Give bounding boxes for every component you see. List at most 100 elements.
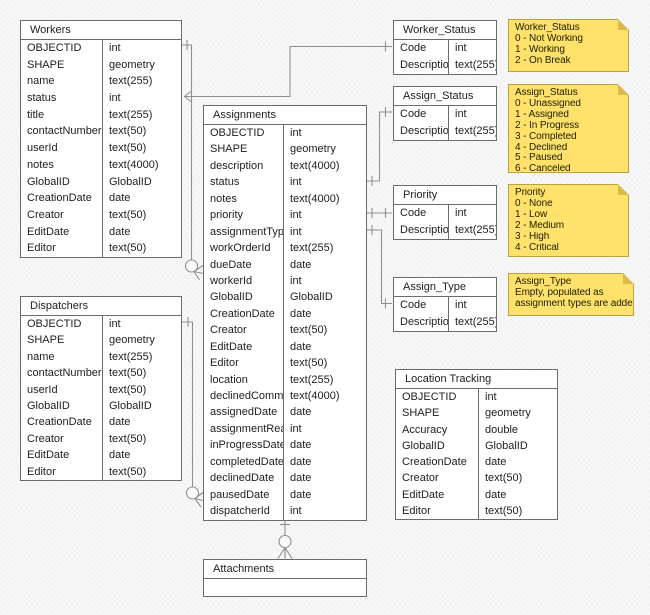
note-line: 3 - High: [515, 231, 550, 242]
note-title: Assign_Status: [515, 88, 578, 98]
table-title[interactable]: Assign_Type: [394, 278, 496, 297]
edge-assignments-status-to-assign-status[interactable]: [367, 111, 392, 182]
table-title[interactable]: Priority: [394, 186, 496, 205]
field-row[interactable]: Descriptiontext(255): [394, 57, 496, 74]
table-title[interactable]: Assign_Status: [394, 87, 496, 106]
table-title[interactable]: Assignments: [204, 106, 366, 125]
field-name: OBJECTID: [204, 125, 284, 142]
edge-workers-status-to-worker-status[interactable]: [184, 45, 392, 98]
table-assign-status[interactable]: Assign_StatusCodeintDescriptiontext(255): [393, 86, 497, 141]
field-type: text(255): [455, 125, 496, 137]
table-worker-status[interactable]: Worker_StatusCodeintDescriptiontext(255): [393, 20, 497, 75]
note-title: Priority: [515, 188, 546, 198]
field-row[interactable]: Descriptiontext(255): [394, 123, 496, 140]
table-attachments[interactable]: Attachments: [203, 559, 367, 597]
edge-assignments-assignmenttype-to-assign-type[interactable]: [367, 229, 392, 305]
table-title[interactable]: Location Tracking: [396, 370, 557, 389]
table-title[interactable]: Attachments: [204, 560, 366, 579]
field-name: declinedComment: [204, 388, 284, 405]
table-assign-type[interactable]: Assign_TypeCodeintDescriptiontext(255): [393, 277, 497, 332]
table-title[interactable]: Dispatchers: [21, 297, 181, 316]
field-row[interactable]: assignmentReadint: [204, 420, 366, 438]
table-title[interactable]: Workers: [21, 21, 181, 40]
field-row[interactable]: Descriptiontext(255): [394, 314, 496, 331]
field-type: text(255): [109, 75, 153, 88]
table-priority[interactable]: PriorityCodeintDescriptiontext(255): [393, 185, 497, 240]
edge-workers-objectid-to-assignments-workerid[interactable]: [182, 44, 193, 260]
table-title[interactable]: Worker_Status: [394, 21, 496, 40]
field-row[interactable]: [204, 579, 366, 596]
field-row[interactable]: Descriptiontext(255): [394, 222, 496, 239]
edge-dispatchers-objectid-to-assignments-dispatcherid[interactable]: [182, 321, 194, 487]
field-name: Editor: [21, 463, 103, 480]
field-row[interactable]: declinedCommenttext(4000): [204, 388, 366, 405]
